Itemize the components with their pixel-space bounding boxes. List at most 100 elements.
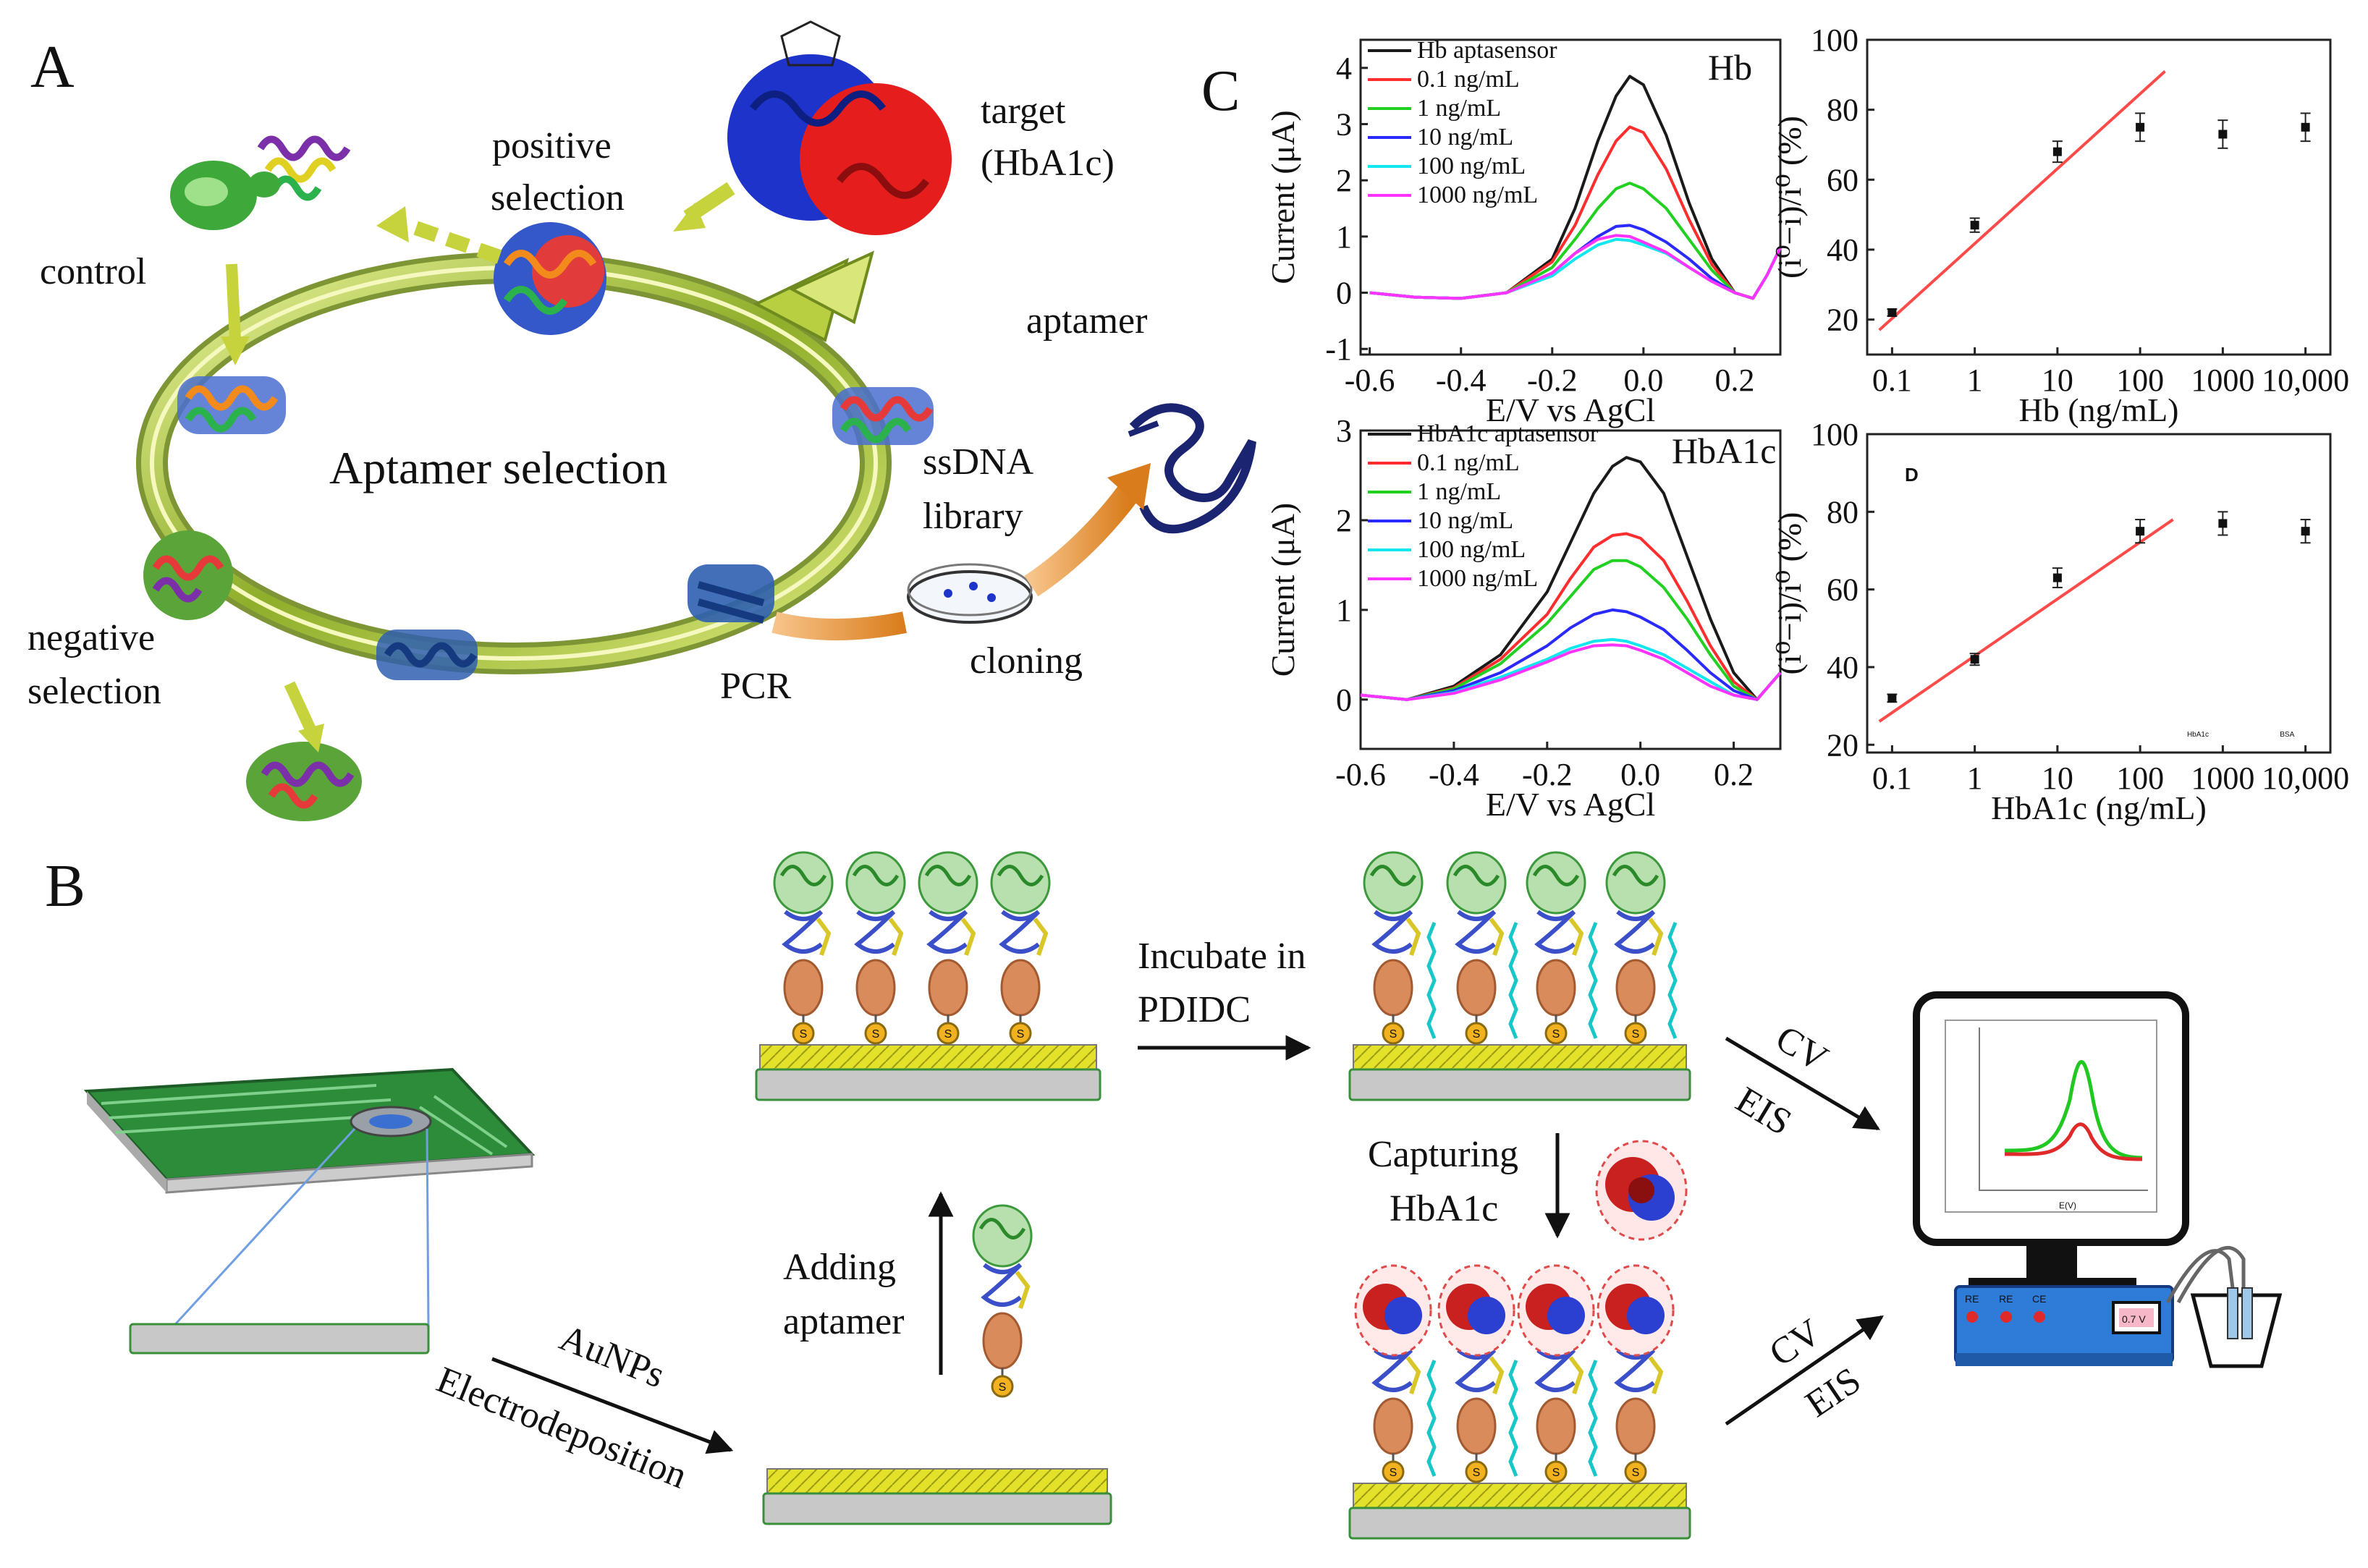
device-button-label-1: RE — [1965, 1293, 1979, 1305]
legend-label: 1000 ng/mL — [1417, 182, 1538, 208]
label-capturing-2: HbA1c — [1390, 1188, 1498, 1229]
data-point — [1970, 655, 1979, 664]
label-negative-selection-1: negative — [28, 617, 155, 658]
thiol-label: S — [872, 1028, 880, 1041]
label-cv-bottom: CV — [1762, 1311, 1829, 1375]
label-aptamer: aptamer — [1026, 300, 1147, 342]
panel-b-arrows — [491, 1035, 1884, 1454]
bar-label: BSA — [2280, 731, 2294, 739]
aptamer-strand — [1568, 1356, 1584, 1394]
data-point — [1970, 221, 1979, 230]
y-tick-label: 100 — [1811, 22, 1859, 58]
plot-frame — [1359, 429, 1782, 750]
aptamer-strand — [779, 865, 827, 886]
y-tick-label: 1 — [1336, 593, 1352, 628]
aptamer-loop — [773, 851, 834, 915]
hba1c-subunit — [1547, 1297, 1585, 1334]
thiol-anchor — [991, 1375, 1014, 1398]
series-line — [1360, 559, 1782, 701]
panel-a: A — [28, 20, 1256, 821]
data-point — [2136, 122, 2145, 132]
aptamer-strand — [1612, 865, 1659, 886]
x-tick-label: 100 — [2116, 363, 2164, 398]
data-point — [2218, 130, 2228, 139]
y-tick-label: 1 — [1336, 219, 1352, 255]
aptamer-strand — [1452, 865, 1500, 886]
aptamer-stem — [855, 959, 896, 1017]
y-tick-label: 20 — [1827, 302, 1859, 338]
aptamer-helix — [1614, 910, 1656, 954]
aptamer-strand — [1015, 1271, 1031, 1309]
aptamer-stem — [783, 959, 824, 1017]
hba1c-target-icon — [727, 20, 952, 235]
aptamer-stem — [928, 959, 968, 1017]
pdidc-chain — [1426, 922, 1437, 1039]
inset-label: D — [1905, 464, 1919, 486]
x-tick-label: 10 — [2042, 363, 2073, 398]
y-tick-label: 60 — [1827, 572, 1859, 608]
y-tick-label: 3 — [1336, 413, 1352, 449]
aptamer-strand — [1405, 1356, 1421, 1394]
pdidc-chain — [1508, 1360, 1518, 1477]
aptamer-structure: S — [1354, 1264, 1432, 1483]
label-eis-bottom: EIS — [1798, 1360, 1869, 1425]
aptamer-loop — [1526, 851, 1586, 915]
y-tick-label: 2 — [1336, 163, 1352, 198]
aptamer-strand — [852, 865, 900, 886]
aptamer-strand — [997, 865, 1044, 886]
thiol-anchor — [1382, 1460, 1405, 1483]
aptamer-stem — [1615, 959, 1656, 1017]
label-incubate-1: Incubate in — [1138, 936, 1306, 977]
target-complex-icon — [494, 222, 606, 335]
aptamer-stem — [982, 1312, 1023, 1370]
label-pcr: PCR — [720, 666, 792, 707]
aptamer-strand — [1532, 865, 1580, 886]
aptamer-structure: S — [1363, 851, 1424, 1045]
aptamer-helix — [999, 910, 1041, 954]
label-ssdna-library-1: ssDNA — [923, 441, 1034, 483]
inset-label: Hb — [1708, 47, 1752, 88]
x-tick-label: 0.1 — [1872, 363, 1912, 398]
y-tick-label: -1 — [1325, 331, 1352, 367]
plot-frame — [1359, 38, 1782, 356]
panel-a-arrows — [221, 182, 1151, 753]
x-axis-label: E/V vs AgCl — [1486, 391, 1655, 428]
thiol-anchor — [792, 1022, 815, 1045]
x-tick-label: 1 — [1967, 760, 1983, 796]
data-point — [2052, 573, 2062, 582]
label-negative-selection-2: selection — [28, 671, 161, 712]
aptamer-strand — [960, 918, 976, 956]
x-tick-label: 0.2 — [1714, 363, 1754, 398]
y-tick-label: 2 — [1336, 503, 1352, 538]
y-tick-label: 40 — [1827, 232, 1859, 268]
data-point — [1887, 693, 1897, 703]
aptamer-strand — [1648, 1356, 1664, 1394]
aptamer-strand — [1568, 918, 1584, 956]
label-eis-top: EIS — [1729, 1079, 1798, 1143]
label-aptamer-selection: Aptamer selection — [329, 442, 667, 493]
hba1c-molecule-icon — [1595, 1140, 1688, 1241]
aptamer-loop — [845, 851, 906, 915]
thiol-label: S — [1632, 1028, 1640, 1041]
y-axis-label: Current (μA) — [1264, 110, 1301, 284]
legend-label: 0.1 ng/mL — [1417, 66, 1520, 93]
legend-label: 100 ng/mL — [1417, 153, 1526, 179]
series-line — [1360, 456, 1782, 701]
thiol-anchor — [936, 1022, 960, 1045]
label-capturing-1: Capturing — [1368, 1134, 1518, 1175]
aptamer-structure: S — [845, 851, 906, 1045]
aptamer-helix — [1371, 1348, 1413, 1392]
y-tick-label: 3 — [1336, 107, 1352, 143]
x-tick-label: 0.0 — [1623, 363, 1663, 398]
computer-monitor-icon: E(V) — [1913, 991, 2189, 1294]
control-cell-icon — [170, 161, 280, 230]
y-axis-label: (i⁰−i)/i⁰ (%) — [1771, 512, 1808, 674]
label-adding-aptamer-1: Adding — [783, 1247, 896, 1288]
